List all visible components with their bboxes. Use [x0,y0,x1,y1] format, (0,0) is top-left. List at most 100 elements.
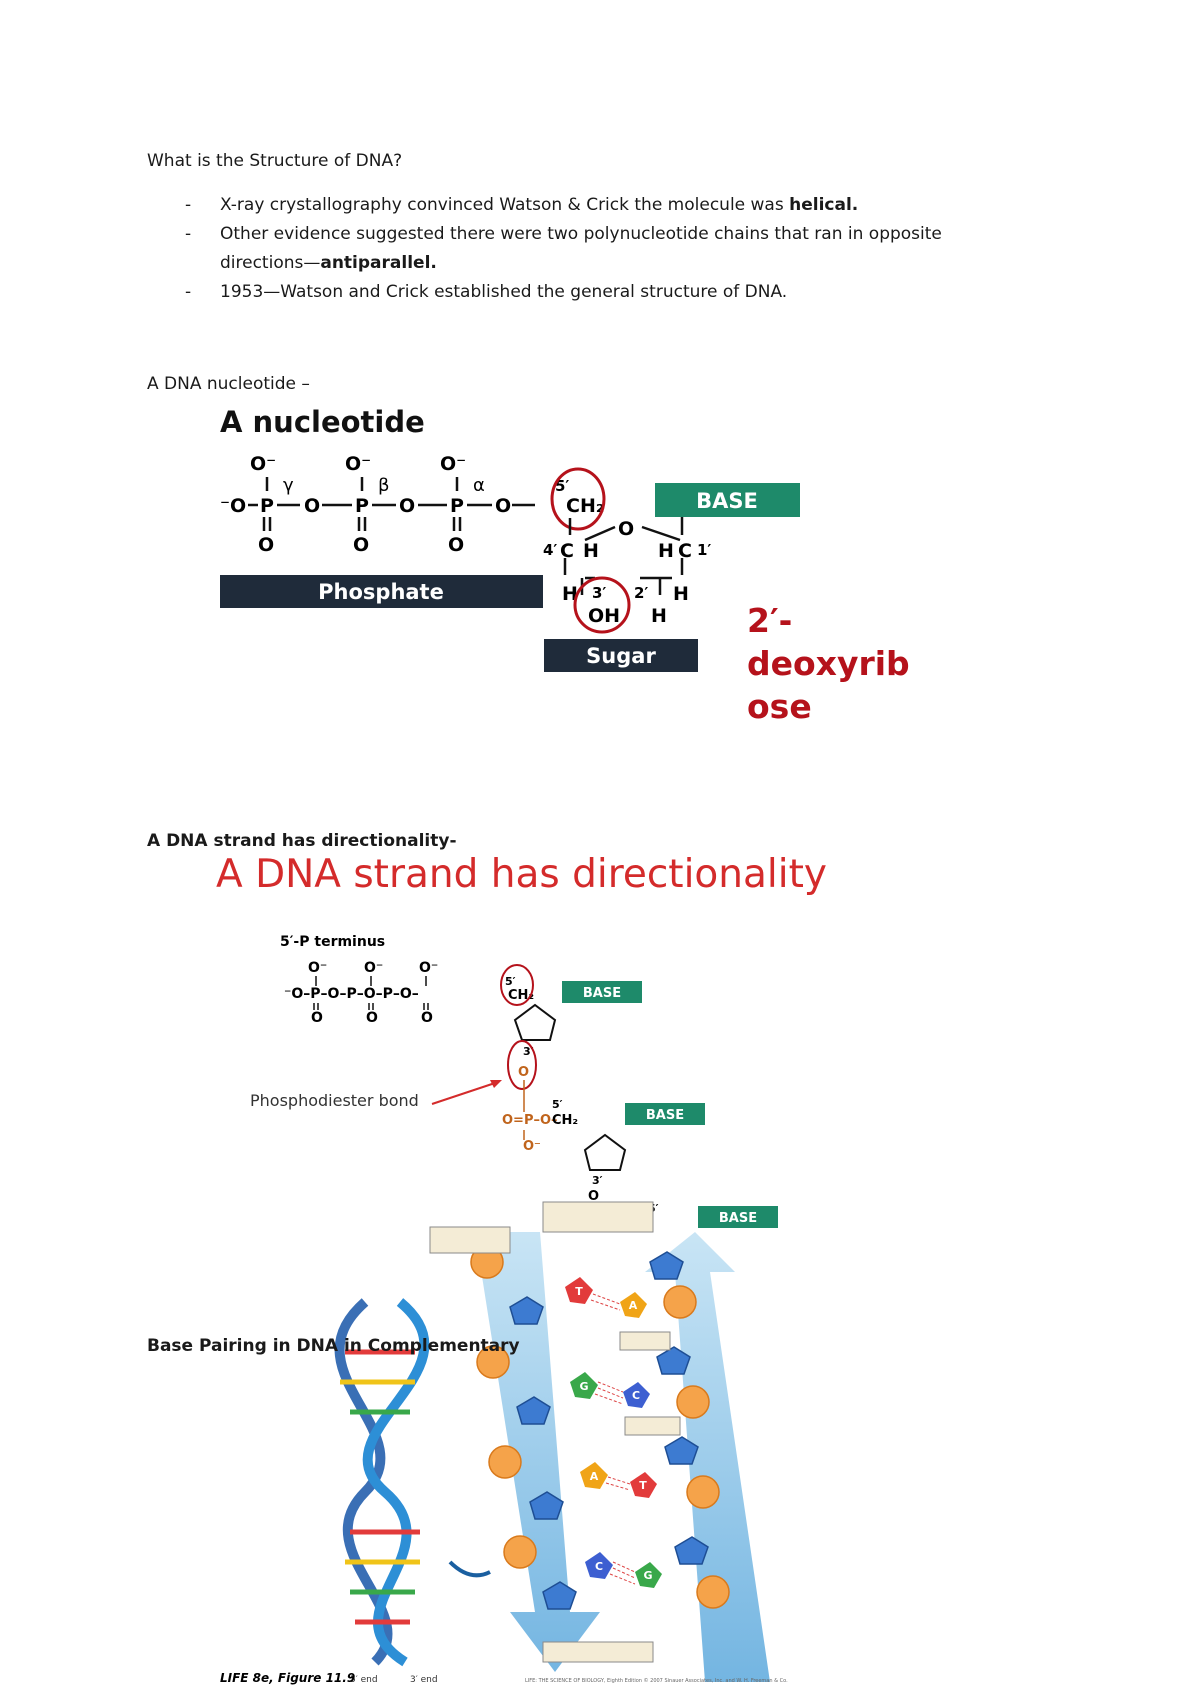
svg-text:O⁻: O⁻ [364,960,383,976]
base-label: BASE [719,1211,757,1226]
deoxyribose-annotation-line1: 2′- [747,601,792,640]
figure-caption: LIFE 8e, Figure 11.9 [220,1671,355,1685]
o-atom: O [304,495,320,517]
hydrogen: H [658,540,674,562]
zoom-arrow [448,1560,491,1578]
nucleotide-figure: A nucleotide O⁻ O⁻ O⁻ γ β α ⁻O P O P O P… [220,405,910,726]
position-3-label: 3′ [592,1174,603,1187]
position-3-label: 3′ [592,584,606,602]
helix-5prime-end: 5′ end [350,1675,378,1685]
p-atom: P [260,495,274,517]
base-label: C [595,1560,603,1573]
p-atom: P [355,495,369,517]
hydroxyl-group: OH [588,605,620,627]
hydrogen: H [673,583,689,605]
base-pairing-figure: 5′ end 3′ end T A G C A T C G [220,1201,788,1685]
highlight-circle-5prime [500,964,534,1006]
svg-text:CH₂: CH₂ [552,1113,578,1128]
ch2-group: CH₂ [566,495,604,517]
directionality-title: A DNA strand has directionality [216,852,827,897]
bullet-item: X-ray crystallography convinced Watson &… [147,191,1027,220]
phosphate-orange: O=P–O– O⁻ [502,1113,558,1154]
sugar-pentagons [509,1251,709,1610]
position-3-label: 3′ [523,1045,534,1058]
svg-text:O: O [518,1065,529,1080]
terminus-label: 5′-P terminus [280,934,385,950]
bond-arrow [431,1081,499,1105]
phosphate-label: Phosphate [318,580,444,604]
base-label: A [629,1299,638,1312]
o-minus-left: ⁻O [220,495,246,517]
hydrogen-bonds [590,1293,636,1585]
sugar-ring [583,1133,627,1171]
sugar-ring [513,1003,557,1041]
base-bar [698,1206,778,1228]
helix-3prime-end: 3′ end [410,1675,438,1685]
bullet-list: X-ray crystallography convinced Watson &… [147,191,1027,307]
o-atom: O [448,534,464,556]
phosphate-bar [220,575,543,608]
figure-credit: LIFE: THE SCIENCE OF BIOLOGY, Eighth Edi… [525,1677,788,1684]
base-label: G [579,1380,588,1393]
base-label: T [639,1479,647,1492]
gamma-label: γ [283,475,294,496]
base-c [585,1552,613,1579]
svg-text:O: O [366,1010,378,1026]
position-5-label: 5′ [505,975,516,988]
position-2-label: 2′ [634,584,648,602]
o-minus-label: O⁻ [440,453,466,475]
base-t [630,1472,657,1498]
carbon-4: C [560,540,574,562]
deoxyribose-annotation-line3: ose [747,687,812,726]
alpha-label: α [473,475,485,496]
o-minus-label: O⁻ [250,453,276,475]
bond-arrowhead [490,1080,502,1088]
highlight-circle-5prime [550,467,606,531]
position-1-label: 1′ [697,541,711,559]
page-heading: What is the Structure of DNA? [147,151,403,171]
directionality-caption: A DNA strand has directionality- [147,831,457,851]
base-g [570,1372,598,1399]
hydrogen: H [651,605,667,627]
sugar-label: Sugar [586,644,656,668]
base-label: A [590,1470,599,1483]
base-bar [655,483,800,517]
base-label: BASE [646,1108,684,1123]
bullet-item: 1953—Watson and Crick established the ge… [147,278,1027,307]
base-label: BASE [696,489,758,513]
base-pairing-caption: Base Pairing in DNA in Complementary [147,1336,520,1356]
svg-text:O=P–O–: O=P–O– [502,1113,558,1128]
base-c [623,1382,650,1408]
o-atom: O [495,495,511,517]
svg-text:O⁻: O⁻ [523,1139,541,1154]
bond-lines [248,477,535,531]
directionality-figure: A DNA strand has directionality 5′-P ter… [216,852,827,1231]
svg-text:O⁻: O⁻ [419,960,438,976]
left-strand-arrow [475,1232,600,1672]
svg-text:⁻O–P–O–P–O–P–O–: ⁻O–P–O–P–O–P–O– [284,986,419,1002]
svg-text:O: O [588,1189,599,1204]
base-label: BASE [583,986,621,1001]
base-label: C [632,1389,640,1402]
ring-oxygen: O [618,518,634,540]
right-strand-arrow [645,1232,770,1682]
position-5-label: 5′ [552,1098,563,1111]
o-atom: O [399,495,415,517]
base-a [580,1462,608,1489]
phosphodiester-label: Phosphodiester bond [250,1091,419,1110]
svg-text:O: O [421,1010,433,1026]
svg-text:O⁻: O⁻ [308,960,327,976]
double-helix [334,1298,430,1667]
o-atom: O [258,534,274,556]
hydrogen: H [583,540,599,562]
phosphate-groups [470,1245,730,1609]
nucleotide-title: A nucleotide [220,405,425,439]
chain-bonds [313,976,429,1010]
hydrogen: H [562,583,578,605]
nucleotide-caption: A DNA nucleotide – [147,374,310,394]
highlight-circle-3prime [507,1040,537,1090]
base-g [635,1562,662,1588]
position-4-label: 4′ [543,541,557,559]
o-atom: O [353,534,369,556]
